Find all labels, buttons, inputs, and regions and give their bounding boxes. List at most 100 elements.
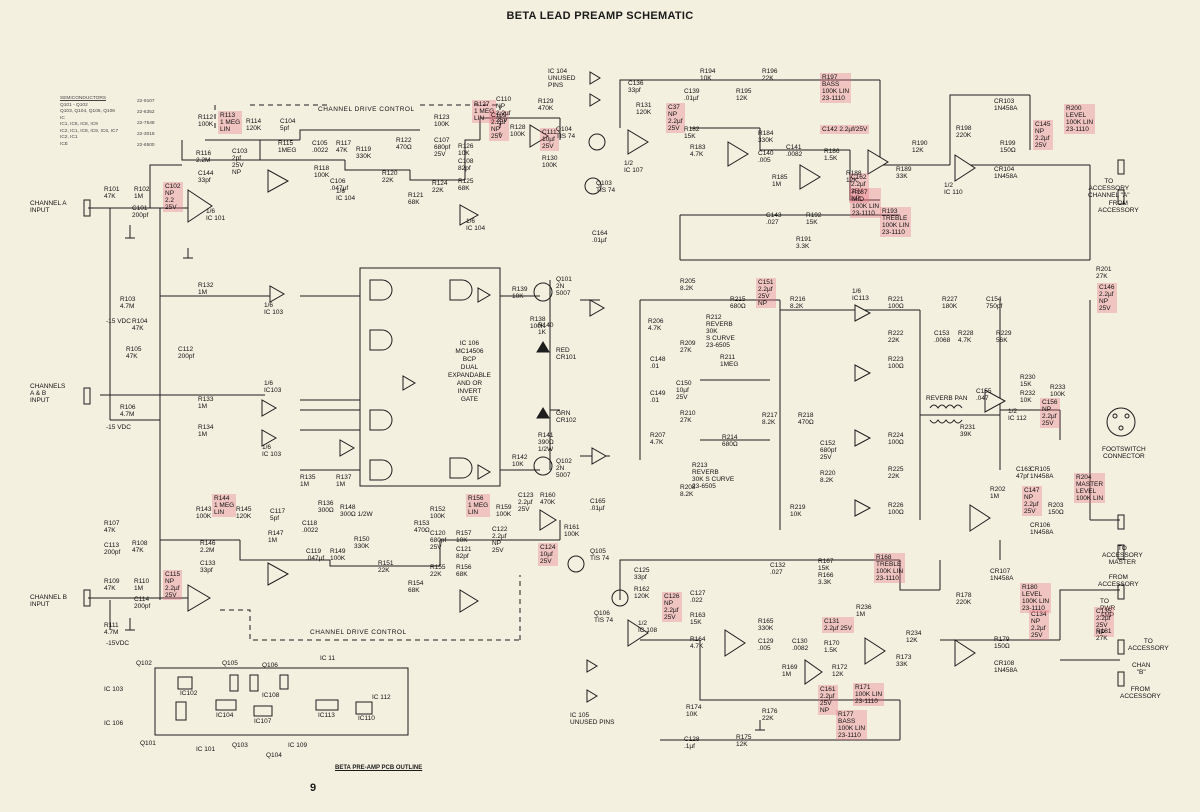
to-accessory-a-label: TO ACCESSORY CHANNEL "A" [1088, 178, 1130, 199]
pcb-part: Q106 [262, 662, 278, 669]
component-r136: R136 300Ω [318, 500, 334, 514]
component-r206: R206 4.7K [648, 318, 664, 332]
component-q101: Q101 2N 5007 [556, 276, 572, 297]
component-r195: R195 12K [736, 88, 752, 102]
red-led-label: RED CR101 [556, 347, 577, 361]
component-r113b: R143 100K [196, 506, 212, 520]
from-accessory-b-label: FROM ACCESSORY [1120, 686, 1161, 700]
component-r147: R147 1M [268, 530, 284, 544]
component-c108: C108 82pf [458, 158, 474, 172]
highlighted-part-r127: R127 1 MEG LIN [472, 100, 497, 123]
component-ic103c: 1/6 IC 103 [262, 444, 282, 458]
component-r227: R227 180K [942, 296, 958, 310]
component-r107: R107 47K [104, 520, 120, 534]
component-q106: Q106 TIS 74 [594, 610, 614, 624]
component-r219: R219 10K [790, 504, 806, 518]
component-c110: C110 NP 2.2µf 25V [496, 96, 512, 124]
component-q103: Q103 TIS 74 [596, 180, 616, 194]
component-r188: R188 12K [846, 170, 862, 184]
component-r111: R111 4.7M [104, 622, 119, 636]
component-r201: R201 27K [1096, 266, 1112, 280]
component-r226: R226 100Ω [888, 502, 904, 516]
component-c163: C163 47pf [1016, 466, 1032, 480]
component-r124: R124 22K [432, 180, 448, 194]
semi-row: IC2, IC1 [60, 135, 78, 140]
semi-row: Q101 - Q102 [60, 102, 88, 108]
from-accessory-master-label: FROM ACCESSORY [1098, 574, 1139, 588]
component-r233: R233 100K [1050, 384, 1066, 398]
component-r179: R179 150Ω [994, 636, 1010, 650]
component-q105: Q105 TIS 74 [590, 548, 610, 562]
component-c136: C136 33pf [628, 80, 644, 94]
component-r101: R101 47K [104, 186, 120, 200]
component-r152: R152 100K [430, 506, 446, 520]
component-c105: C105 .0022 [312, 140, 329, 154]
component-r222: R222 22K [888, 330, 904, 344]
chan-b-label: CHAN "B" [1132, 662, 1151, 676]
pcb-part: IC 109 [288, 742, 308, 749]
component-r123: R123 100K [434, 114, 450, 128]
unused-pins-label: IC 105 UNUSED PINS [570, 712, 615, 726]
component-r116: R116 2.2M [196, 150, 212, 164]
pcb-part: Q102 [136, 660, 152, 667]
component-r228: R228 4.7K [958, 330, 974, 344]
highlighted-part-label: R180 LEVEL 100K LIN 23-1110 [1022, 584, 1050, 612]
semi-part: 22-9107 [137, 99, 155, 104]
component-r146: R146 2.2M [200, 540, 216, 554]
component-c129: C129 .005 [758, 638, 774, 652]
component-cr105: CR105 1N458A [1030, 466, 1054, 480]
highlighted-part-label: R113 1 MEG LIN [220, 112, 241, 133]
component-r133: R133 1M [198, 396, 214, 410]
component-r155: R155 22K [430, 564, 446, 578]
component-r198: R198 220K [956, 125, 972, 139]
component-r141: R141 390Ω 1/2W [538, 432, 554, 453]
component-r183: R183 4.7K [690, 144, 706, 158]
pcb-part: Q105 [222, 660, 238, 667]
component-r157: R157 10K [456, 530, 472, 544]
component-c153: C153 .0068 [934, 330, 951, 344]
to-pwr-amp-label: TO PWR AMP [1100, 598, 1116, 619]
component-c127: C127 .022 [690, 590, 706, 604]
highlighted-part-r193: R193 TREBLE 100K LIN 23-1110 [880, 207, 912, 237]
highlighted-part-c131: C131 2.2µf 25V [822, 617, 854, 633]
pcb-part: IC 106 [104, 720, 124, 727]
component-r131: R131 120K [636, 102, 652, 116]
component-r134: R134 1M [198, 424, 214, 438]
semi-part: 22-6352 [137, 110, 155, 115]
component-r174: R174 10K [686, 704, 702, 718]
component-r164: R164 4.7K [690, 636, 706, 650]
highlighted-part-c145: C145 NP 2.2µf 25V [1033, 120, 1053, 150]
highlighted-part-c147: C147 NP 2.2µf 25V [1022, 486, 1042, 516]
highlighted-part-r197: R197 BASS 100K LIN 23-1110 [820, 73, 852, 103]
component-cr104: CR104 1N458A [994, 166, 1018, 180]
component-r115: R115 1MEG [278, 140, 297, 154]
component-c119: C119 .047µf [306, 548, 325, 562]
component-r154: R154 68K [408, 580, 424, 594]
component-r138: R138 100K [530, 316, 546, 330]
component-r140: R140 1K [538, 322, 554, 336]
component-r212: R212 REVERB 30K S CURVE 23-6505 [706, 314, 735, 349]
component-r229: R229 56K [996, 330, 1012, 344]
highlighted-part-r204: R204 MASTER LEVEL 100K LIN [1074, 473, 1106, 503]
highlighted-part-r113: R113 1 MEG LIN [218, 111, 243, 134]
component-r120: R120 22K [382, 170, 398, 184]
component-c155: C155 .047 [976, 388, 992, 402]
component-r191: R191 3.3K [796, 236, 812, 250]
component-c123: C123 2.2µf 25V [518, 492, 534, 513]
component-c164: C164 .01µf [592, 230, 608, 244]
component-r207: R207 4.7K [650, 432, 666, 446]
component-c117: C117 5pf [270, 508, 286, 522]
to-accessory-b-label: TO ACCESSORY [1128, 638, 1169, 652]
component-r105: R105 47K [126, 346, 142, 360]
component-r234: R234 12K [906, 630, 922, 644]
component-r110: R110 1M [134, 578, 150, 592]
semi-part: 22-7548 [137, 121, 155, 126]
highlighted-part-c109: C109 2.2µf NP 25V [489, 111, 509, 141]
component-r215: R215 680Ω [730, 296, 746, 310]
component-r161: R161 100K [564, 524, 580, 538]
highlighted-part-label: C135 2.2µf 25V NP [1096, 608, 1112, 636]
unused-pins-label: IC 104 UNUSED PINS [548, 68, 576, 89]
highlighted-part-c115: C115 NP 2.2µf 25V [163, 570, 183, 600]
component-r184: R184 330K [758, 130, 774, 144]
pcb-part: IC 11 [320, 655, 336, 662]
